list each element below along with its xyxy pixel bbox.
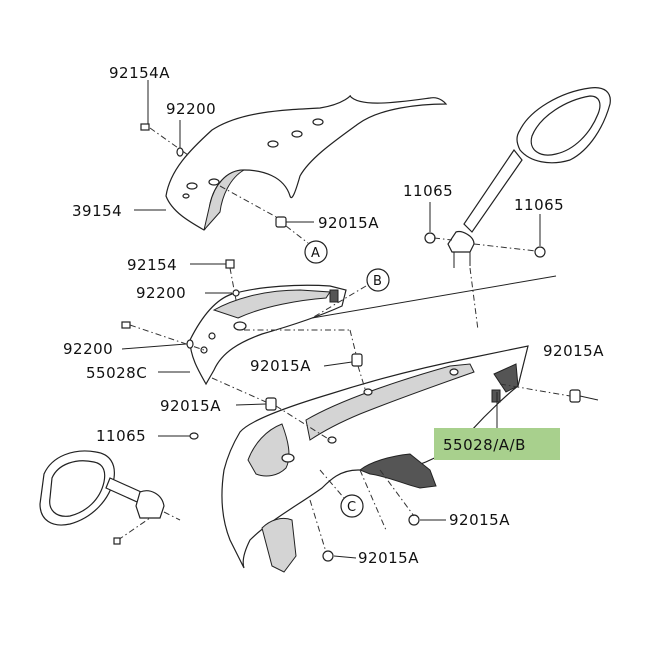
- callout-letter-b: B: [373, 274, 382, 289]
- label-92154: 92154: [127, 256, 177, 274]
- label-55028-a-b: 55028/A/B: [443, 436, 526, 454]
- label-92015a-low-right: 92015A: [449, 511, 510, 529]
- callout-letter-a: A: [311, 246, 320, 261]
- washer-92200-left: [186, 339, 194, 349]
- label-55028c: 55028C: [86, 364, 147, 382]
- grommet-92015a-right: [499, 383, 599, 403]
- label-92015a-top: 92015A: [318, 214, 379, 232]
- callout-letter-c: C: [347, 500, 356, 515]
- cap-11065-lower: [189, 432, 199, 440]
- label-92154a: 92154A: [109, 64, 170, 82]
- label-92200-top: 92200: [166, 100, 216, 118]
- label-92015a-right: 92015A: [543, 342, 604, 360]
- screw-92154a: [140, 123, 189, 156]
- mirror-right: [447, 87, 611, 331]
- callout-circle-a: [304, 240, 328, 264]
- windshield-part: [165, 95, 448, 231]
- grommet-92015a-mid: [351, 353, 367, 393]
- callout-circle-b: [366, 268, 390, 292]
- mirror-left: [39, 450, 181, 545]
- highlight-box: [434, 428, 560, 460]
- cap-11065-left: [424, 232, 453, 244]
- label-92200-mid: 92200: [136, 284, 186, 302]
- label-92015a-mid: 92015A: [250, 357, 311, 375]
- label-92015a-bottom: 92015A: [358, 549, 419, 567]
- screw-92200-left: [121, 321, 205, 351]
- grommet-92015a-low-right: [379, 469, 420, 526]
- label-92015a-left: 92015A: [160, 397, 221, 415]
- cap-11065-right: [473, 243, 546, 258]
- grommet-92015a-bottom: [309, 499, 334, 562]
- label-11065-right: 11065: [514, 196, 564, 214]
- grommet-92015a-top: [219, 185, 287, 228]
- label-39154: 39154: [72, 202, 122, 220]
- label-11065-left: 11065: [403, 182, 453, 200]
- upper-cowl-main: [221, 345, 529, 573]
- callout-circle-c: [340, 494, 364, 518]
- inner-trim-55028c: [189, 284, 347, 386]
- washer-92200-top: [176, 147, 184, 157]
- washer-92200-mid: [232, 289, 240, 297]
- label-92200-left: 92200: [63, 340, 113, 358]
- label-11065-lower: 11065: [96, 427, 146, 445]
